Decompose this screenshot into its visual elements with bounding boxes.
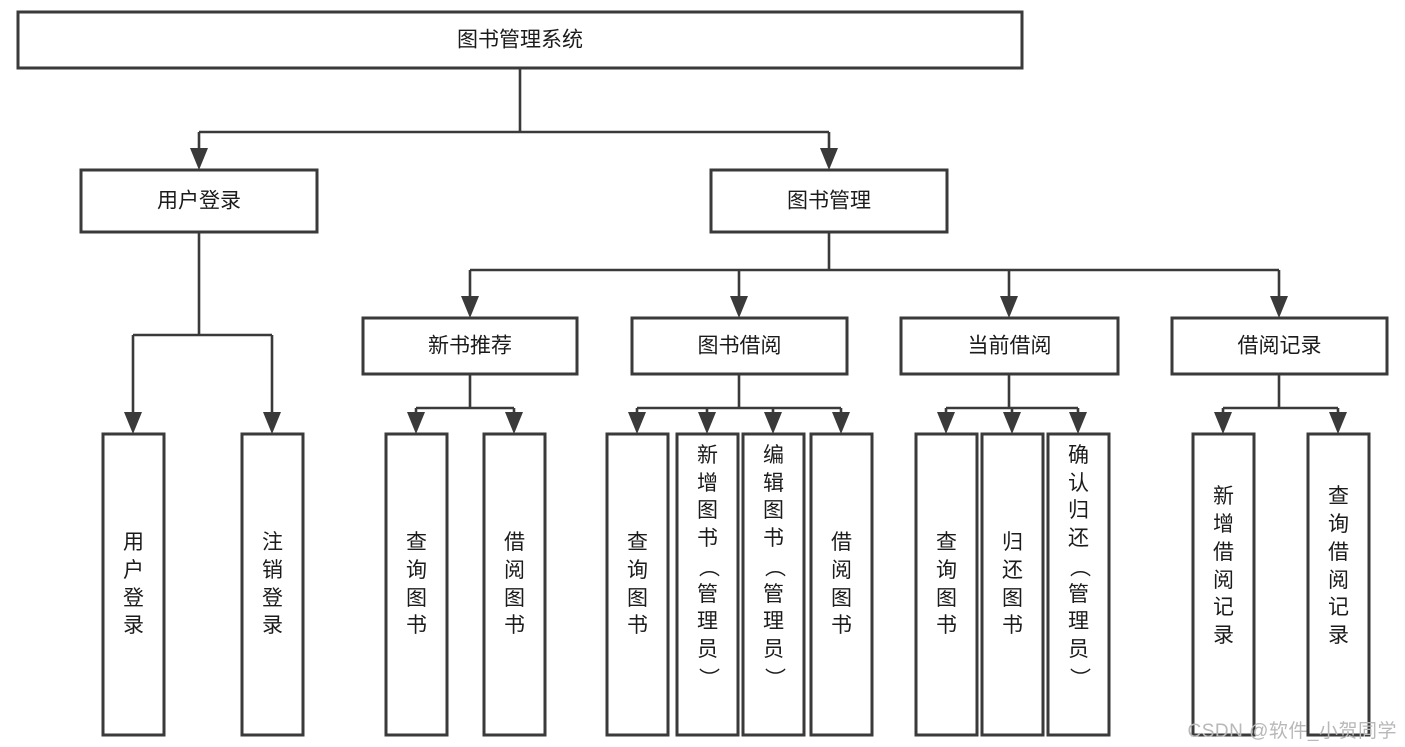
manage-to-level3-0-arrow-icon [461, 296, 479, 318]
node-level3-0-label: 新书推荐 [428, 335, 512, 358]
node-leaf-1[interactable] [240, 432, 305, 737]
manage-to-level3-1-arrow-icon [730, 296, 748, 318]
node-leaf-2[interactable] [384, 432, 449, 737]
node-root-system[interactable] [16, 10, 1024, 70]
node-level2-0[interactable] [79, 168, 319, 234]
node-leaf-4[interactable] [605, 432, 670, 737]
node-level3-3[interactable] [1170, 316, 1389, 376]
node-level3-0[interactable] [361, 316, 579, 376]
group-0-leaf-0-arrow-icon [407, 412, 425, 434]
group-1-leaf-2-arrow-icon [764, 412, 782, 434]
node-leaf-3[interactable] [482, 432, 547, 737]
node-level2-1-label: 图书管理 [787, 190, 871, 213]
node-level3-2[interactable] [899, 316, 1120, 376]
node-leaf-8[interactable] [914, 432, 979, 737]
node-root-system-label: 图书管理系统 [457, 29, 583, 52]
node-leaf-9[interactable] [980, 432, 1045, 737]
node-level3-3-label: 借阅记录 [1238, 335, 1322, 358]
csdn-watermark: CSDN @软件_小贺同学 [1187, 721, 1397, 742]
node-level2-1[interactable] [709, 168, 949, 234]
group-1-leaf-3-arrow-icon [832, 412, 850, 434]
group-2-leaf-2-arrow-icon [1069, 412, 1087, 434]
node-level2-0-label: 用户登录 [157, 190, 241, 213]
group-3-leaf-1-arrow-icon [1329, 412, 1347, 434]
group-0-leaf-1-arrow-icon [505, 412, 523, 434]
login-leaf-0-arrow-icon [124, 412, 142, 434]
group-1-leaf-0-arrow-icon [628, 412, 646, 434]
node-leaf-5[interactable] [675, 432, 740, 737]
group-2-leaf-0-arrow-icon [937, 412, 955, 434]
node-leaf-0[interactable] [101, 432, 166, 737]
group-1-leaf-1-arrow-icon [698, 412, 716, 434]
login-leaf-1-arrow-icon [263, 412, 281, 434]
node-leaf-7[interactable] [809, 432, 874, 737]
group-3-leaf-0-arrow-icon [1214, 412, 1232, 434]
manage-to-level3-2-arrow-icon [1000, 296, 1018, 318]
group-2-leaf-1-arrow-icon [1003, 412, 1021, 434]
node-leaf-11[interactable] [1191, 432, 1256, 737]
node-level3-1[interactable] [630, 316, 849, 376]
node-leaf-12[interactable] [1306, 432, 1371, 737]
node-leaf-6[interactable] [741, 432, 806, 737]
node-leaf-10[interactable] [1046, 432, 1111, 737]
root-to-level2-0-arrow-icon [190, 148, 208, 170]
node-level3-1-label: 图书借阅 [698, 335, 782, 358]
node-level3-2-label: 当前借阅 [968, 335, 1052, 358]
root-to-level2-1-arrow-icon [820, 148, 838, 170]
manage-to-level3-3-arrow-icon [1270, 296, 1288, 318]
